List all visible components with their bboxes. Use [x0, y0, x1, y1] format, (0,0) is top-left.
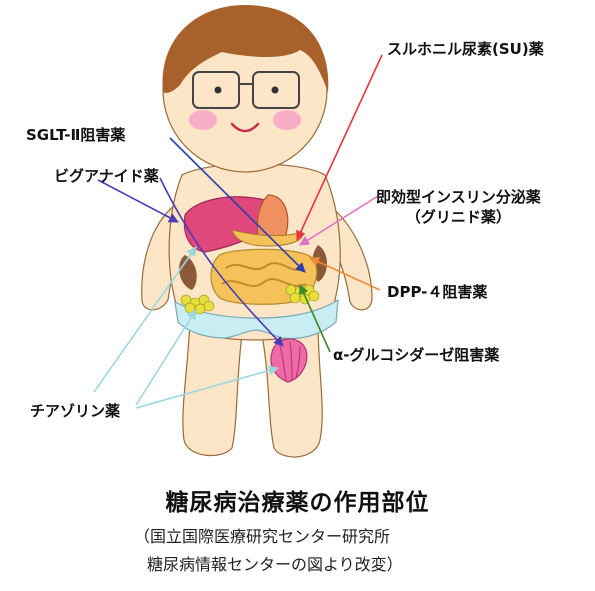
fat-tissue-right — [285, 284, 320, 305]
label-dpp4: DPP-４阻害薬 — [387, 283, 488, 301]
thiazolidine-arrow-muscle — [135, 365, 279, 409]
left-cheek — [189, 110, 217, 130]
hair — [162, 5, 329, 93]
left-leg — [182, 319, 243, 457]
label-sglt2: SGLT-Ⅱ阻害薬 — [26, 126, 126, 144]
label-glinide: 即効型インスリン分泌薬 （グリニド薬） — [376, 187, 541, 228]
glasses-left-lens — [192, 71, 240, 109]
left-eye — [214, 86, 222, 94]
child-figure — [141, 5, 373, 458]
label-alpha-gi: α-グルコシダーゼ阻害薬 — [333, 346, 500, 364]
fat-tissue-left — [180, 294, 215, 315]
glasses-right-lens — [252, 71, 300, 109]
label-glinide-line1: 即効型インスリン分泌薬 — [376, 188, 541, 206]
thiazolidine-arrow-fat — [135, 309, 197, 406]
alpha-gi-arrow — [299, 284, 331, 353]
pancreas-organ — [231, 229, 304, 247]
arrows — [93, 54, 383, 409]
label-biguanide: ビグアナイド薬 — [54, 167, 159, 185]
su-arrow — [296, 54, 383, 241]
muscle-striations — [279, 341, 301, 381]
label-glinide-line2: （グリニド薬） — [405, 208, 511, 227]
figure-title: 糖尿病治療薬の作用部位 — [165, 490, 430, 516]
biguanide-arrow-muscle — [159, 177, 284, 347]
right-eye — [271, 86, 279, 94]
glinide-arrow — [299, 195, 379, 246]
label-su: スルホニル尿素(SU)薬 — [387, 40, 544, 58]
mouth — [230, 122, 260, 133]
sglt2-arrow — [169, 137, 306, 273]
label-thiazolidine: チアゾリン薬 — [30, 402, 121, 420]
thiazolidine-arrow-liver — [93, 246, 197, 393]
right-cheek — [273, 110, 301, 130]
source-line-2: 糖尿病情報センターの図より改変） — [147, 555, 403, 574]
source-line-1: （国立国際医療研究センター研究所 — [134, 527, 391, 546]
dpp4-arrow — [309, 257, 381, 291]
biguanide-arrow-liver — [97, 179, 179, 223]
